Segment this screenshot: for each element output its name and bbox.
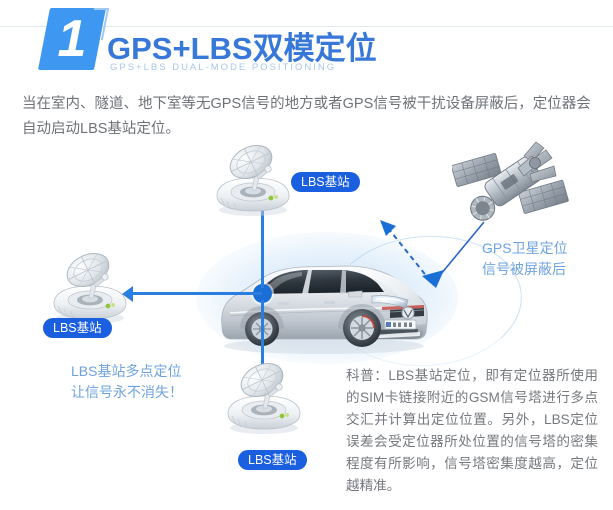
- blocked-signal-arrow-icon: [374, 218, 490, 294]
- car-icon: [212, 250, 432, 356]
- step-number-badge: 1: [37, 8, 110, 70]
- location-dot-icon: [253, 284, 272, 303]
- explanation-paragraph: 科普：LBS基站定位，即有定位器所使用的SIM卡链接附近的GSM信号塔进行多点交…: [346, 368, 598, 493]
- page-subtitle: GPS+LBS DUAL-MODE POSITIONING: [110, 62, 337, 73]
- satellite-icon: [451, 132, 570, 230]
- connector-line-up: [261, 200, 264, 288]
- connector-line-left: [132, 292, 262, 295]
- lbs-multipoint-annotation: LBS基站多点定位 让信号永不消失！: [71, 363, 183, 400]
- header-divider: [0, 26, 613, 27]
- lbs-station-pill-top: LBS基站: [291, 172, 360, 192]
- connector-line-down: [261, 300, 264, 370]
- lbs-station-pill-left: LBS基站: [43, 318, 112, 338]
- satellite-dish-icon: [42, 248, 138, 326]
- gps-blocked-annotation: GPS卫星定位 信号被屏蔽后: [482, 240, 568, 277]
- intro-paragraph: 当在室内、隧道、地下室等无GPS信号的地方或者GPS信号被干扰设备屏蔽后，定位器…: [22, 96, 591, 137]
- lbs-station-pill-bottom: LBS基站: [238, 450, 307, 470]
- step-number-label: 1: [57, 10, 87, 68]
- page-title: GPS+LBS双模定位: [107, 31, 377, 66]
- satellite-dish-icon: [216, 358, 312, 436]
- arrow-head-left-icon: [122, 286, 133, 302]
- satellite-dish-icon: [205, 140, 301, 218]
